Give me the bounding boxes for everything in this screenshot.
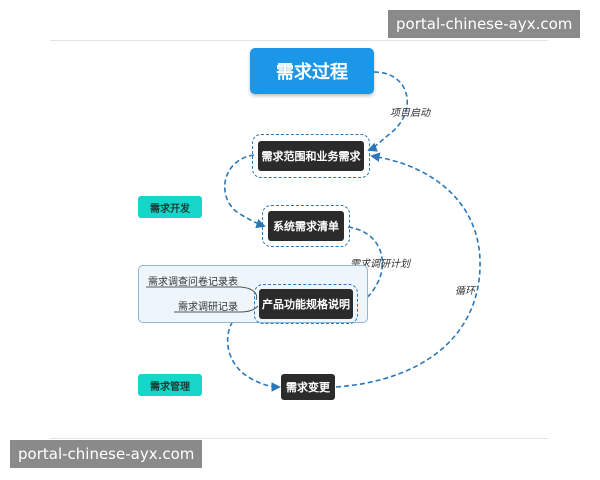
panel-research-record: 需求调研记录 — [178, 302, 238, 313]
spec-node-frame — [254, 284, 358, 324]
edge-kickoff — [367, 71, 408, 152]
bottom-divider — [50, 438, 548, 439]
edge-scope-to-list — [224, 154, 266, 229]
watermark-bottom: portal-chinese-ayx.com — [10, 440, 203, 468]
edge-label-research-plan: 需求调研计划 — [350, 259, 410, 270]
node-spec: 产品功能规格说明 — [259, 289, 353, 319]
top-divider — [50, 40, 548, 41]
edge-label-loop: 循环 — [455, 286, 475, 297]
node-scope: 需求范围和业务需求 — [258, 141, 364, 171]
node-system-list: 系统需求清单 — [268, 211, 344, 241]
edge-loop — [335, 152, 481, 388]
label-requirement-development: 需求开发 — [138, 196, 202, 218]
system-list-node-frame — [262, 205, 350, 247]
node-change: 需求变更 — [281, 374, 335, 400]
scope-node-frame — [252, 134, 370, 178]
label-requirement-management: 需求管理 — [138, 374, 202, 396]
edge-research-plan — [347, 226, 384, 305]
edge-label-kickoff: 项目启动 — [390, 108, 430, 119]
panel-questionnaire: 需求调查问卷记录表 — [148, 277, 238, 288]
watermark-top: portal-chinese-ayx.com — [388, 10, 581, 38]
diagram-title: 需求过程 — [250, 48, 374, 94]
